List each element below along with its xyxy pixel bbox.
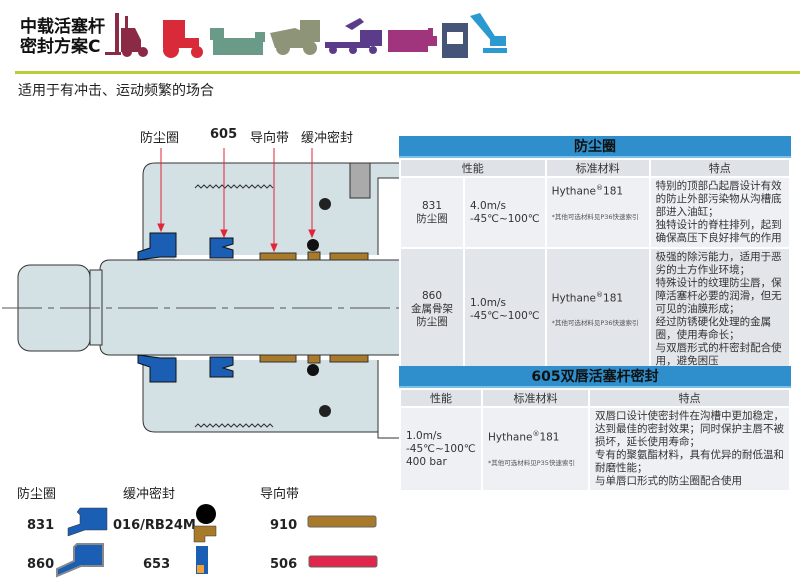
code-860: 860 xyxy=(27,557,55,572)
code-653: 653 xyxy=(143,557,171,572)
label-buffer-seal: 缓冲密封 xyxy=(301,131,354,146)
legend-heading-guide: 导向带 xyxy=(260,487,300,502)
press-machine-icon xyxy=(210,28,265,55)
title-line-1: 中载活塞杆 xyxy=(20,17,105,37)
guide-band-top-2 xyxy=(329,252,369,261)
buffer-ring-shape xyxy=(193,525,217,543)
wiper-831-bottom xyxy=(137,354,177,383)
wiper-spec-table: 防尘圈 性能标准材料特点 831 防尘圈 4.0m/s -45℃~100℃ Hy… xyxy=(399,136,791,372)
performance: 1.0m/s -45℃~100℃ 400 bar xyxy=(401,408,481,490)
wiper-831-shape xyxy=(67,507,108,537)
forklift-icon xyxy=(105,13,148,57)
rod-seal-spec-table: 605双唇活塞杆密封 性能标准材料特点 1.0m/s -45℃~100℃ 400… xyxy=(399,366,791,492)
label-605: 605 xyxy=(210,127,238,142)
tractor-icon xyxy=(163,20,203,58)
rod-seal-605-bottom xyxy=(209,356,234,378)
subtitle: 适用于有冲击、运动频繁的场合 xyxy=(18,83,214,99)
buffer-o-ring-shape xyxy=(196,504,216,524)
col-header: 特点 xyxy=(590,390,789,406)
code-016-rb24m: 016/RB24M xyxy=(113,518,196,533)
wiper-860-shape xyxy=(56,543,104,578)
guide-band-bottom-1 xyxy=(259,354,297,363)
guide-band-bottom-2 xyxy=(329,354,369,363)
rod-seal-605-top xyxy=(209,237,234,259)
label-guide-band: 导向带 xyxy=(250,131,290,146)
leader-arrows xyxy=(157,148,316,253)
seal-cross-section-diagram xyxy=(2,148,400,439)
col-header: 特点 xyxy=(650,160,789,176)
col-header: 标准材料 xyxy=(546,160,649,176)
threaded-plug xyxy=(349,162,371,199)
product-name: 831 防尘圈 xyxy=(401,178,463,247)
guide-band-top-1 xyxy=(259,252,297,261)
o-ring-bottom xyxy=(307,364,319,376)
table-row: 860 金属骨架 防尘圈 1.0m/s -45℃~100℃ Hythane®18… xyxy=(401,249,789,370)
table-row: 1.0m/s -45℃~100℃ 400 bar Hythane®181*其他可… xyxy=(401,408,789,490)
col-header: 性能 xyxy=(401,390,481,406)
crane-truck-icon xyxy=(325,18,382,54)
dumper-icon xyxy=(270,20,320,55)
hydraulic-press-icon xyxy=(442,23,468,58)
injection-machine-icon xyxy=(388,28,437,52)
col-header: 性能 xyxy=(401,160,545,176)
features: 双唇口设计使密封件在沟槽中更加稳定，达到最佳的密封效果；同时保护主唇不被损坏，延… xyxy=(590,408,789,490)
divider xyxy=(15,71,800,74)
buffer-ring-bottom xyxy=(307,354,321,364)
table-title: 防尘圈 xyxy=(399,136,791,158)
code-506: 506 xyxy=(270,557,298,572)
application-icons xyxy=(105,13,507,58)
o-ring-top xyxy=(307,239,319,251)
label-wiper: 防尘圈 xyxy=(140,131,180,146)
title-line-2: 密封方案C xyxy=(20,37,101,57)
thread-bottom xyxy=(194,423,274,428)
guide-506-shape xyxy=(308,555,378,568)
col-header: 标准材料 xyxy=(483,390,588,406)
legend-seal-shapes xyxy=(56,504,378,578)
table-title: 605双唇活塞杆密封 xyxy=(399,366,791,388)
code-910: 910 xyxy=(270,518,298,533)
features: 极强的除污能力，适用于恶劣的土方作业环境； 特殊设计的纹理防尘唇，保障活塞杆必要… xyxy=(650,249,789,370)
buffer-ring-top xyxy=(307,251,321,261)
thread-top xyxy=(194,184,274,189)
legend-heading-wiper: 防尘圈 xyxy=(17,487,57,502)
page-title: 中载活塞杆 密封方案C xyxy=(20,17,105,57)
code-831: 831 xyxy=(27,518,55,533)
wiper-831-top xyxy=(137,232,177,261)
product-name: 860 金属骨架 防尘圈 xyxy=(401,249,463,370)
guide-910-shape xyxy=(307,515,377,528)
material: Hythane®181*其他可选材料见P35快速索引 xyxy=(483,408,588,490)
material: Hythane®181*其他可选材料见P36快速索引 xyxy=(546,178,649,247)
performance: 4.0m/s -45℃~100℃ xyxy=(465,178,545,247)
material: Hythane®181*其他可选材料见P36快速索引 xyxy=(546,249,649,370)
performance: 1.0m/s -45℃~100℃ xyxy=(465,249,545,370)
legend-heading-buffer: 缓冲密封 xyxy=(123,487,176,502)
table-row: 831 防尘圈 4.0m/s -45℃~100℃ Hythane®181*其他可… xyxy=(401,178,789,247)
buffer-653-insert xyxy=(197,565,204,573)
top-seals xyxy=(137,198,369,261)
bottom-seals xyxy=(137,354,369,417)
features: 特别的顶部凸起唇设计有效的防止外部污染物从沟槽底部进入油缸； 独特设计的脊柱排列… xyxy=(650,178,789,247)
excavator-icon xyxy=(470,13,507,53)
